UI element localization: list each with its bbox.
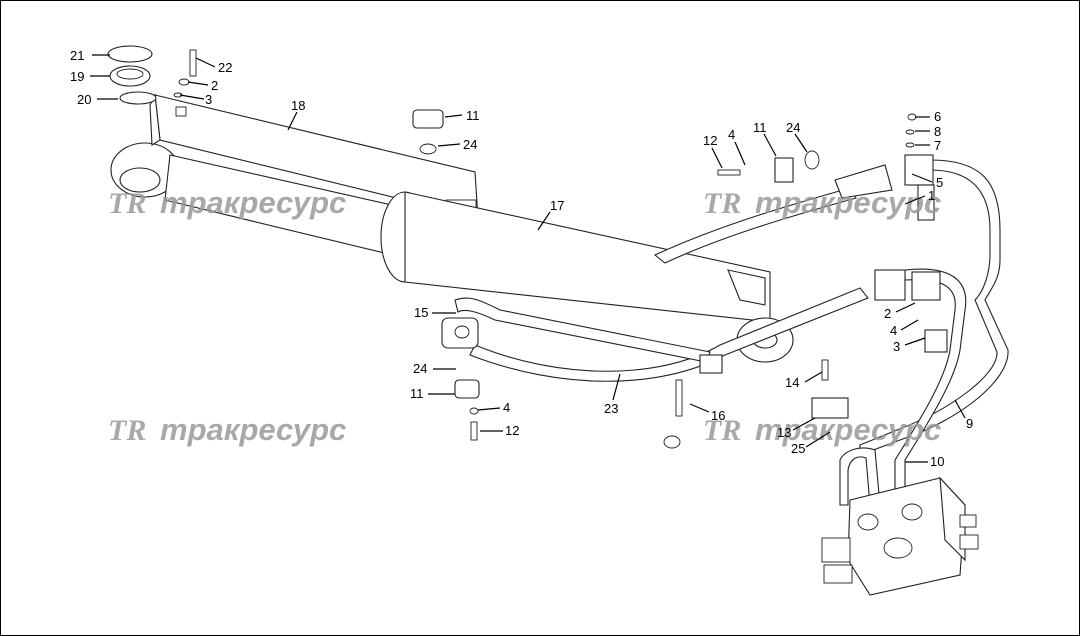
callout-17: 17 bbox=[550, 198, 564, 213]
callout-2: 2 bbox=[884, 306, 891, 321]
callout-19: 19 bbox=[70, 69, 84, 84]
callout-11: 11 bbox=[753, 120, 767, 135]
callout-24: 24 bbox=[786, 120, 800, 135]
callout-4: 4 bbox=[890, 323, 897, 338]
callout-11: 11 bbox=[466, 108, 480, 123]
callout-12: 12 bbox=[703, 133, 717, 148]
callout-24: 24 bbox=[463, 137, 477, 152]
watermark-2: TR тракресурс bbox=[703, 185, 941, 220]
control-valve bbox=[821, 476, 979, 596]
watermark-text: тракресурс bbox=[755, 185, 941, 220]
callout-14: 14 bbox=[785, 375, 799, 390]
watermark-text: тракресурс bbox=[160, 412, 346, 447]
callout-labels: 21 19 20 22 2 3 18 11 24 17 12 4 11 24 6… bbox=[70, 48, 973, 469]
callout-1: 1 bbox=[928, 188, 935, 203]
cylinder-17 bbox=[380, 191, 794, 363]
callout-10: 10 bbox=[930, 454, 944, 469]
clamps-and-gaskets bbox=[412, 109, 948, 449]
seal-kit-top-left bbox=[107, 45, 197, 105]
callout-13: 13 bbox=[777, 425, 791, 440]
callout-leaders bbox=[90, 54, 966, 463]
callout-5: 5 bbox=[936, 175, 943, 190]
callout-6: 6 bbox=[934, 109, 941, 124]
callout-9: 9 bbox=[966, 416, 973, 431]
callout-15: 15 bbox=[414, 305, 428, 320]
watermark-logo: TR bbox=[703, 187, 741, 220]
callout-7: 7 bbox=[934, 138, 941, 153]
callout-22: 22 bbox=[218, 60, 232, 75]
callout-23: 23 bbox=[604, 401, 618, 416]
callout-11: 11 bbox=[410, 386, 424, 401]
callout-12: 12 bbox=[505, 423, 519, 438]
callout-4: 4 bbox=[503, 400, 510, 415]
callout-3: 3 bbox=[205, 92, 212, 107]
watermark-logo: TR bbox=[703, 414, 741, 447]
watermark-text: тракресурс bbox=[755, 412, 941, 447]
callout-21: 21 bbox=[70, 48, 84, 63]
watermark-3: TR тракресурс bbox=[108, 412, 346, 447]
callout-4: 4 bbox=[728, 127, 735, 142]
watermark-1: TR тракресурс bbox=[108, 185, 346, 220]
callout-20: 20 bbox=[77, 92, 91, 107]
callout-25: 25 bbox=[791, 441, 805, 456]
callout-2: 2 bbox=[211, 78, 218, 93]
callout-8: 8 bbox=[934, 124, 941, 139]
callout-24: 24 bbox=[413, 361, 427, 376]
watermark-text: тракресурс bbox=[160, 185, 346, 220]
callout-18: 18 bbox=[291, 98, 305, 113]
watermark-logo: TR bbox=[108, 187, 146, 220]
watermark-logo: TR bbox=[108, 414, 146, 447]
hydraulic-tubes bbox=[454, 159, 1009, 506]
callout-16: 16 bbox=[711, 408, 725, 423]
watermark-4: TR тракресурс bbox=[703, 412, 941, 447]
callout-3: 3 bbox=[893, 339, 900, 354]
